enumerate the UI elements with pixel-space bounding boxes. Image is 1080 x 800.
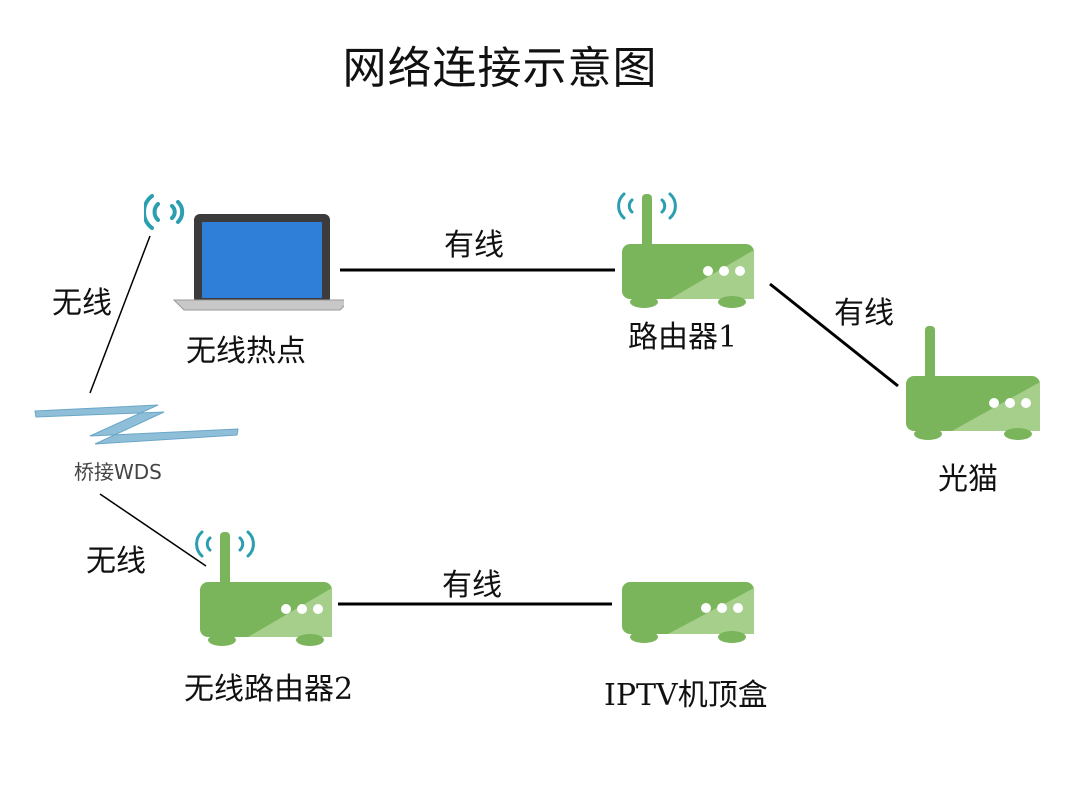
router2-node	[195, 530, 332, 646]
modem-node	[906, 326, 1040, 440]
laptop-icon	[172, 214, 344, 311]
link-label-router2-iptv: 有线	[442, 568, 502, 603]
router-icon	[906, 326, 1040, 440]
iptv-label: IPTV机顶盒	[604, 678, 768, 713]
router-icon	[200, 532, 332, 646]
router-icon	[622, 194, 754, 308]
link-label-router1-modem: 有线	[834, 296, 894, 331]
iptv-node	[622, 582, 754, 643]
link-label-hotspot-router1: 有线	[444, 228, 504, 263]
bridge-label: 桥接WDS	[74, 460, 162, 484]
router1-label: 路由器1	[628, 320, 738, 355]
diagram-title: 网络连接示意图	[342, 43, 658, 94]
wireless-line-bridge-router2	[99, 493, 207, 567]
link-label-bridge-router2: 无线	[86, 544, 146, 579]
link-label-bridge-hotspot: 无线	[52, 286, 112, 321]
wired-line-router1-modem	[769, 282, 899, 388]
set-top-box-icon	[622, 582, 754, 643]
modem-label: 光猫	[938, 462, 998, 497]
wds-bridge-icon	[34, 404, 239, 445]
wireless-hotspot-node	[144, 194, 344, 311]
hotspot-label: 无线热点	[186, 334, 306, 369]
wifi-signal-icon	[195, 530, 255, 558]
router2-label: 无线路由器2	[184, 672, 354, 707]
wireless-line-bridge-hotspot	[89, 235, 151, 394]
router1-node	[617, 192, 754, 308]
wifi-signal-icon	[144, 194, 185, 230]
wifi-signal-icon	[617, 192, 677, 220]
